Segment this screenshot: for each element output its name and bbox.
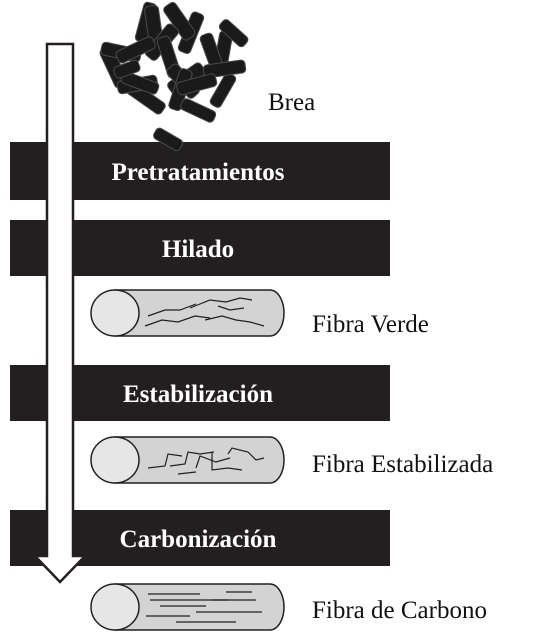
fiber-cylinder-carbono — [90, 583, 285, 631]
process-flow-arrow — [32, 42, 88, 584]
fiber-cylinder-verde — [90, 289, 285, 337]
stage-label-carbonizacion: Carbonización — [120, 526, 277, 553]
fiber-cylinder-estabilizada — [90, 436, 285, 484]
label-brea: Brea — [268, 89, 315, 116]
label-fibra-estabilizada: Fibra Estabilizada — [312, 451, 493, 478]
label-fibra-verde: Fibra Verde — [312, 311, 429, 338]
stage-label-estabilizacion: Estabilización — [123, 381, 273, 408]
stage-label-hilado: Hilado — [162, 236, 234, 263]
pitch-pellets-icon — [99, 1, 249, 152]
label-fibra-carbono: Fibra de Carbono — [312, 597, 487, 624]
stage-label-pretratamientos: Pretratamientos — [111, 159, 284, 186]
